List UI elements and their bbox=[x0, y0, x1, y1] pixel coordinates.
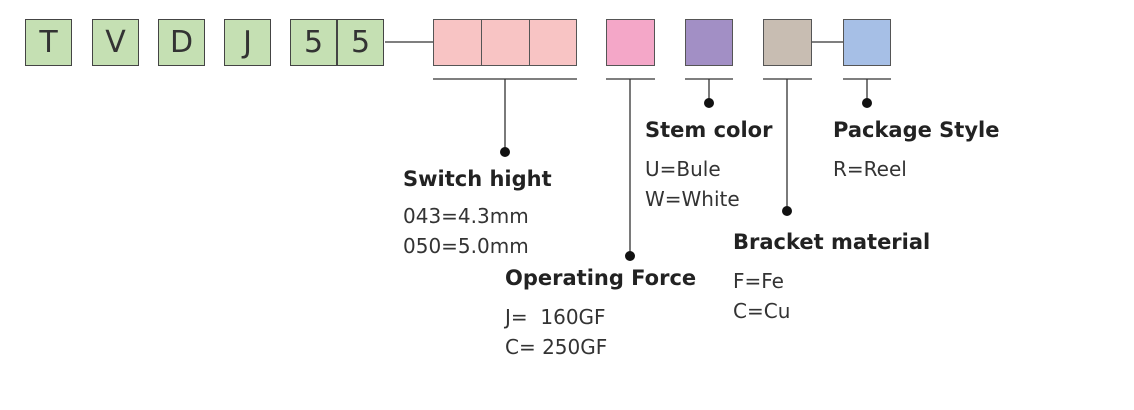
switch-hight-label: Switch hight 043=4.3mm 050=5.0mm bbox=[403, 167, 552, 261]
bracket-material-dot bbox=[782, 206, 792, 216]
bracket-material-title: Bracket material bbox=[733, 230, 931, 254]
stem-color-value-1: U=Bule bbox=[645, 157, 721, 181]
operating-force-title: Operating Force bbox=[505, 266, 697, 290]
code-char-box-2: V bbox=[92, 19, 139, 66]
switch-hight-value-1: 043=4.3mm bbox=[403, 204, 529, 228]
stem-color-title: Stem color bbox=[645, 118, 773, 142]
package-style-dot bbox=[862, 98, 872, 108]
package-style-title: Package Style bbox=[833, 118, 1000, 142]
operating-force-value-2: C= 250GF bbox=[505, 335, 608, 359]
stem-color-label: Stem color U=Bule W=White bbox=[645, 118, 772, 214]
operating-force-value-1: J= 160GF bbox=[505, 305, 606, 329]
operating-force-dot bbox=[625, 251, 635, 261]
bracket-material-slot bbox=[763, 19, 812, 66]
switch-hight-title: Switch hight bbox=[403, 167, 552, 191]
switch-hight-dot bbox=[500, 147, 510, 157]
switch-hight-value-2: 050=5.0mm bbox=[403, 234, 529, 258]
code-char-box-5: 5 bbox=[290, 19, 337, 66]
stem-color-slot bbox=[685, 19, 733, 66]
bracket-material-value-1: F=Fe bbox=[733, 269, 784, 293]
package-style-slot bbox=[843, 19, 891, 66]
operating-force-label: Operating Force J= 160GF C= 250GF bbox=[505, 266, 696, 362]
operating-force-slot bbox=[606, 19, 655, 66]
code-char-box-3: D bbox=[158, 19, 205, 66]
package-style-label: Package Style R=Reel bbox=[833, 118, 999, 184]
code-char-box-4: J bbox=[224, 19, 271, 66]
bracket-material-label: Bracket material F=Fe C=Cu bbox=[733, 230, 930, 326]
code-char-box-1: T bbox=[25, 19, 72, 66]
switch-hight-slot-1 bbox=[433, 19, 482, 66]
switch-hight-slot-2 bbox=[481, 19, 530, 66]
bracket-material-value-2: C=Cu bbox=[733, 299, 791, 323]
stem-color-dot bbox=[704, 98, 714, 108]
switch-hight-slot-3 bbox=[529, 19, 577, 66]
package-style-value-1: R=Reel bbox=[833, 157, 907, 181]
stem-color-value-2: W=White bbox=[645, 187, 740, 211]
code-char-box-6: 5 bbox=[337, 19, 384, 66]
